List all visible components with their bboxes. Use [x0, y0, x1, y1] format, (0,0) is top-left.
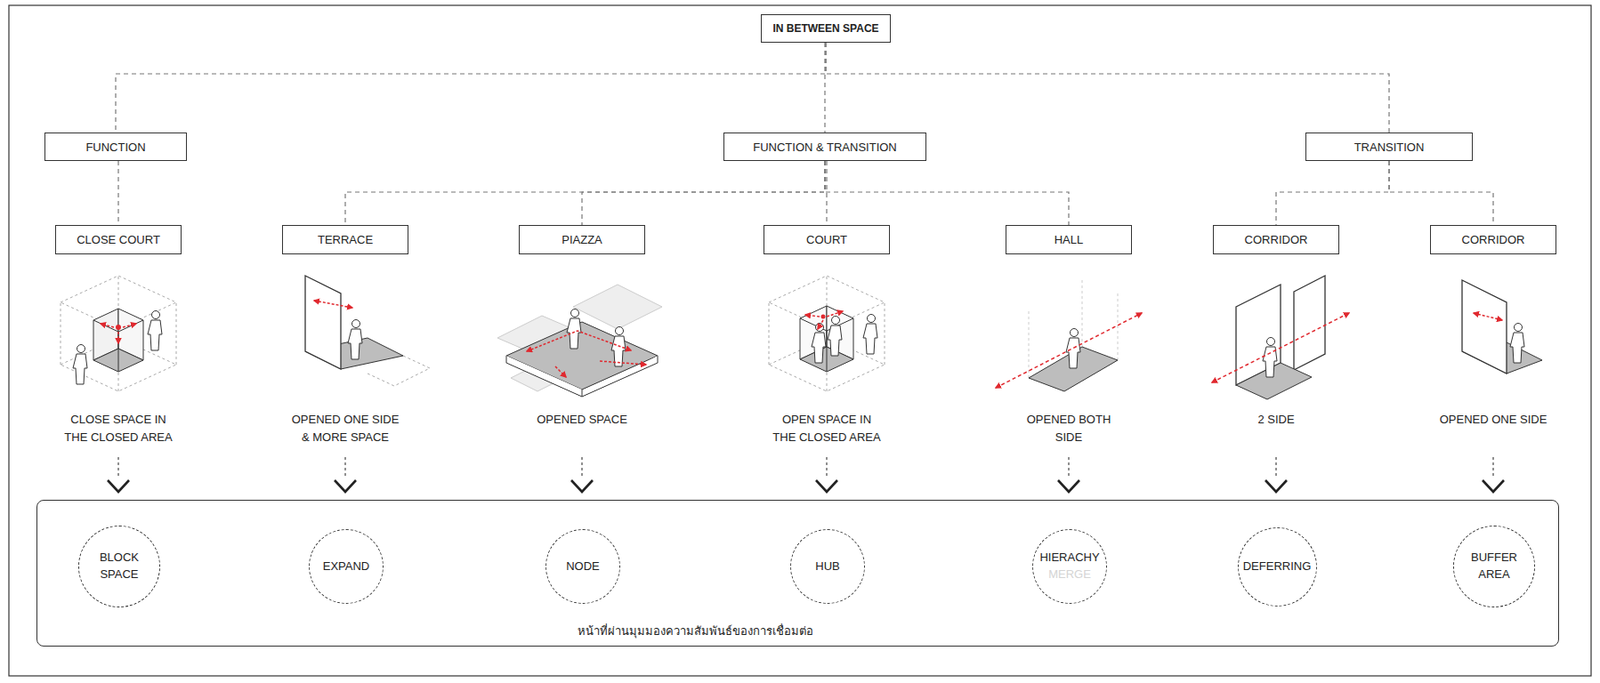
role-text: NODE — [565, 558, 600, 576]
role-text: BUFFER AREA — [1458, 549, 1530, 584]
role-text: HUB — [815, 558, 840, 576]
summary-panel: หน้าที่ผ่านมุมมองความสัมพันธ์ของการเชื่อ… — [36, 500, 1560, 647]
tree-connector — [117, 161, 119, 226]
tree-connector — [1389, 161, 1494, 226]
court-figure — [768, 275, 885, 392]
tree-connector — [345, 161, 825, 226]
tree-connector — [1276, 161, 1390, 226]
role-circle: HUB — [790, 529, 865, 605]
box-label: CORRIDOR — [1244, 233, 1309, 247]
tree-connector — [115, 42, 826, 133]
page-frame — [8, 5, 1592, 677]
space-type-box: PIAZZA — [518, 225, 646, 255]
box-label: PIAZZA — [561, 233, 603, 247]
role-circle: HIERACHYMERGE — [1032, 529, 1108, 605]
corridor-two-side-figure — [1212, 275, 1350, 400]
space-type-box: CORRIDOR — [1212, 225, 1340, 255]
tree-connector — [581, 161, 825, 226]
piazza-figure — [497, 284, 663, 397]
role-text: EXPAND — [323, 558, 371, 576]
space-type-box: CLOSE COURT — [55, 225, 182, 255]
category-box: TRANSITION — [1305, 132, 1473, 162]
box-label: TRANSITION — [1354, 140, 1425, 154]
caption-label: CLOSE SPACE IN THE CLOSED AREA — [63, 411, 174, 447]
category-box: FUNCTION & TRANSITION — [723, 132, 927, 162]
caption-label: OPENED SPACE — [526, 411, 638, 429]
box-label: HALL — [1054, 233, 1084, 247]
box-label: CORRIDOR — [1462, 233, 1526, 247]
caption-label: OPENED ONE SIDE & MORE SPACE — [290, 411, 401, 447]
terrace-figure — [305, 275, 430, 387]
tree-connector — [825, 42, 1390, 133]
box-label: COURT — [806, 233, 848, 247]
role-text: DEFERRING — [1243, 558, 1312, 576]
down-arrows — [107, 457, 1504, 493]
role-circle: DEFERRING — [1237, 527, 1318, 607]
box-label: CLOSE COURT — [76, 233, 161, 247]
tree-connector — [824, 161, 1069, 226]
role-circle: BUFFER AREA — [1453, 525, 1536, 608]
role-circle: EXPAND — [308, 529, 384, 605]
space-type-box: COURT — [763, 225, 890, 255]
caption-label: OPEN SPACE IN THE CLOSED AREA — [771, 411, 882, 447]
space-type-box: HALL — [1005, 225, 1132, 255]
panel-caption: หน้าที่ผ่านมุมมองความสัมพันธ์ของการเชื่อ… — [577, 622, 814, 641]
faded-text: MERGE — [1048, 566, 1091, 584]
caption-label: 2 SIDE — [1220, 411, 1332, 429]
tree-connector — [824, 42, 825, 133]
box-label: FUNCTION & TRANSITION — [752, 140, 897, 154]
box-label: IN BETWEEN SPACE — [772, 22, 879, 35]
role-text: HIERACHY — [1039, 549, 1099, 567]
tree-connector — [825, 161, 827, 226]
caption-label: OPENED ONE SIDE — [1438, 411, 1549, 429]
role-circle: NODE — [545, 529, 621, 605]
corridor-one-side-figure — [1462, 280, 1543, 374]
close-court-figure — [60, 275, 177, 392]
space-type-box: CORRIDOR — [1430, 225, 1557, 255]
category-box: FUNCTION — [44, 132, 187, 162]
space-type-box: TERRACE — [282, 225, 409, 255]
hall-figure — [995, 280, 1142, 392]
caption-label: OPENED BOTH SIDE — [1013, 411, 1124, 447]
box-label: FUNCTION — [85, 140, 146, 154]
box-label: TERRACE — [317, 233, 373, 247]
root-box: IN BETWEEN SPACE — [760, 14, 891, 43]
role-text: BLOCK SPACE — [83, 549, 155, 584]
role-circle: BLOCK SPACE — [78, 525, 161, 608]
